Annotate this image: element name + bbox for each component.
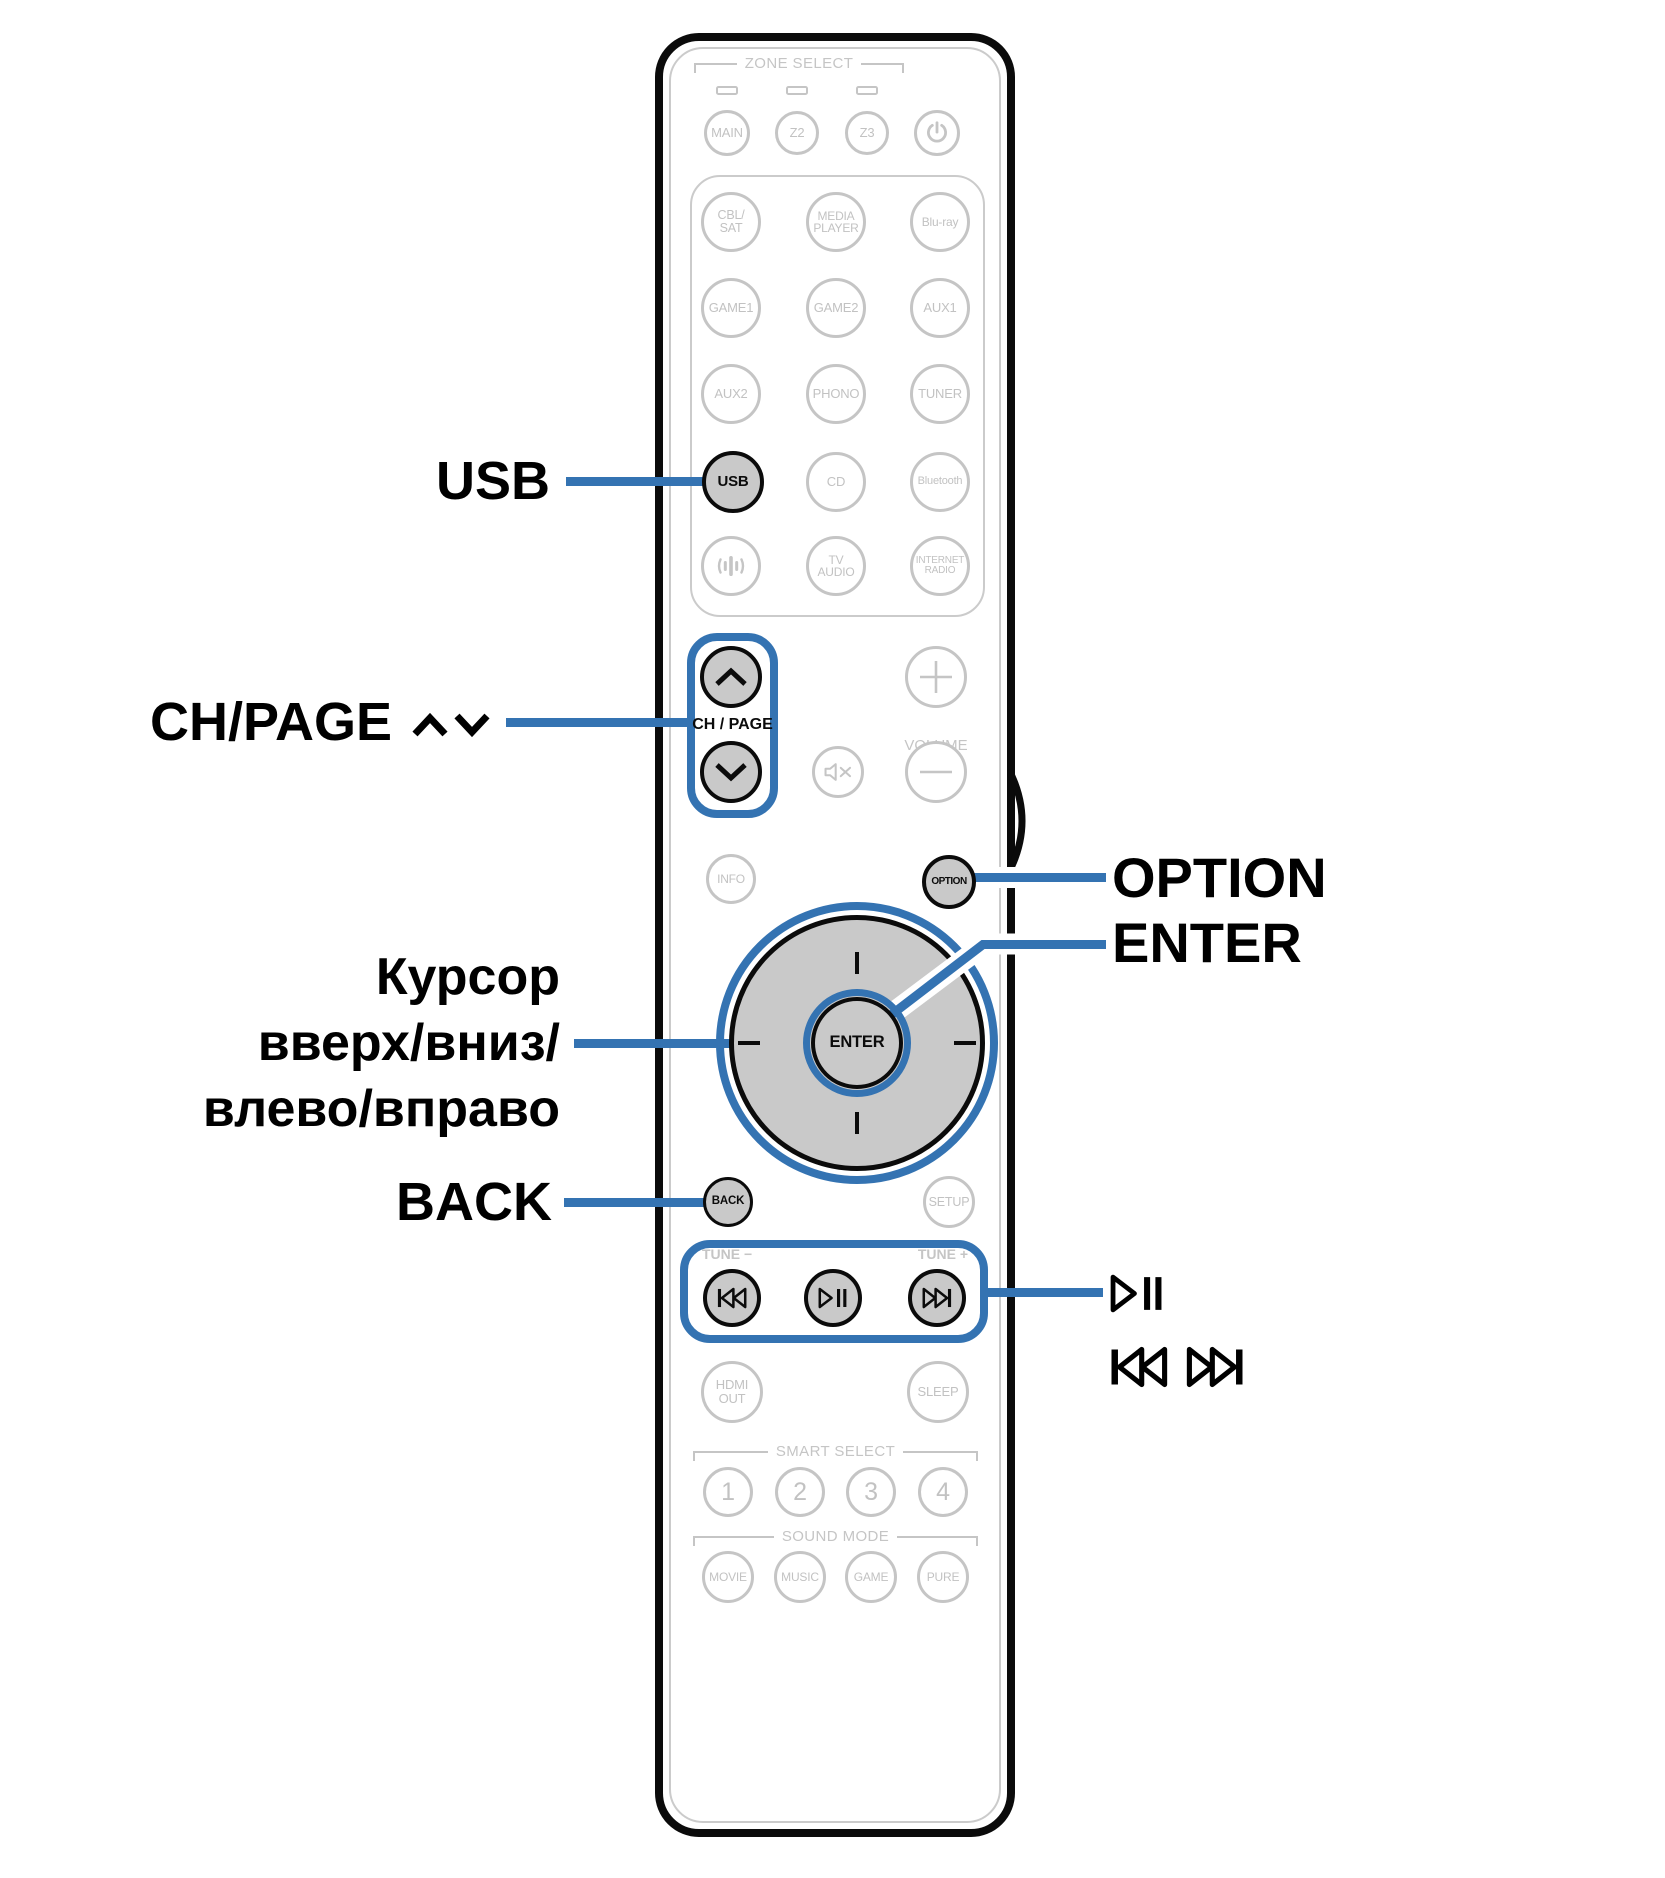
cursor-up-tick[interactable]: [855, 952, 859, 974]
chevron-up-icon: [715, 667, 747, 686]
bracket-right: [861, 63, 904, 73]
cbl-sat-button[interactable]: CBL/ SAT: [701, 192, 761, 252]
aux1-button[interactable]: AUX1: [910, 278, 970, 338]
play-pause-icon: [818, 1287, 847, 1309]
enter-button[interactable]: ENTER: [811, 997, 903, 1089]
setup-button[interactable]: SETUP: [923, 1176, 975, 1228]
tune-minus-label: TUNE −: [702, 1246, 753, 1262]
cursor-left-tick[interactable]: [738, 1041, 760, 1045]
bracket-right: [903, 1451, 978, 1461]
volume-down-button[interactable]: [905, 741, 967, 803]
sound-mode-pure-button[interactable]: PURE: [917, 1551, 969, 1603]
play-pause-button[interactable]: [804, 1269, 862, 1327]
smart-select-3-button[interactable]: 3: [846, 1467, 896, 1517]
chevron-down-icon: [454, 713, 490, 738]
tuner-button[interactable]: TUNER: [910, 364, 970, 424]
channel-page-down-button[interactable]: [700, 741, 762, 803]
info-button[interactable]: INFO: [706, 854, 756, 904]
tv-audio-button[interactable]: TV AUDIO: [806, 536, 866, 596]
callout-line-transport: [985, 1288, 1103, 1297]
cursor-pad-highlight-ring: [716, 902, 998, 1184]
ch-page-callout-label: CH/PAGE: [149, 692, 392, 752]
smart-select-4-button[interactable]: 4: [918, 1467, 968, 1517]
zone-select-bracket: ZONE SELECT: [694, 55, 904, 73]
zone-select-label: ZONE SELECT: [744, 55, 854, 72]
enter-callout-label: ENTER: [1112, 911, 1302, 974]
sound-mode-label: SOUND MODE: [781, 1528, 890, 1545]
mute-speaker-x-icon: [824, 763, 852, 781]
ch-page-callout: CH/PAGE: [150, 693, 490, 751]
minus-icon: [920, 770, 952, 774]
back-button[interactable]: BACK: [703, 1177, 753, 1227]
phono-button[interactable]: PHONO: [806, 364, 866, 424]
chevron-down-icon: [715, 763, 747, 782]
cd-button[interactable]: CD: [806, 452, 866, 512]
skip-forward-icon: [922, 1287, 952, 1309]
smart-select-2-button[interactable]: 2: [775, 1467, 825, 1517]
sleep-button[interactable]: SLEEP: [907, 1361, 969, 1423]
bracket-right: [897, 1536, 978, 1546]
led-indicator: [786, 86, 808, 95]
led-indicator: [716, 86, 738, 95]
power-icon: [927, 121, 947, 143]
cursor-callout-label: Курсор вверх/вниз/ влево/вправо: [202, 948, 560, 1138]
smart-select-bracket: SMART SELECT: [693, 1443, 978, 1461]
smart-select-label: SMART SELECT: [775, 1443, 896, 1460]
plus-icon: [920, 661, 952, 693]
led-indicator: [856, 86, 878, 95]
source-buttons-box: [690, 175, 985, 617]
skip-back-button[interactable]: [703, 1269, 761, 1327]
hdmi-out-button[interactable]: HDMI OUT: [701, 1361, 763, 1423]
callout-line-usb: [566, 477, 708, 486]
media-player-button[interactable]: MEDIA PLAYER: [806, 192, 866, 252]
skip-forward-icon: [1186, 1346, 1243, 1388]
callout-line-ch-page: [506, 718, 691, 727]
enter-highlight-ring: [803, 989, 911, 1097]
internet-radio-button[interactable]: INTERNET RADIO: [910, 536, 970, 596]
sound-mode-music-button[interactable]: MUSIC: [774, 1551, 826, 1603]
game1-button[interactable]: GAME1: [701, 278, 761, 338]
volume-up-button[interactable]: [905, 646, 967, 708]
sound-mode-bracket: SOUND MODE: [693, 1528, 978, 1546]
bracket-left: [694, 63, 737, 73]
ch-page-button-label: CH / PAGE: [692, 716, 773, 733]
cursor-right-tick[interactable]: [954, 1041, 976, 1045]
bluetooth-button[interactable]: Bluetooth: [910, 452, 970, 512]
skip-back-icon: [717, 1287, 747, 1309]
zone-main-button[interactable]: MAIN: [704, 110, 750, 156]
aux2-button[interactable]: AUX2: [701, 364, 761, 424]
transport-highlight-box: [680, 1240, 988, 1343]
usb-callout-label: USB: [435, 451, 550, 511]
speaker-preset-button[interactable]: [701, 536, 761, 596]
zone-z2-button[interactable]: Z2: [775, 111, 819, 155]
sound-mode-game-button[interactable]: GAME: [845, 1551, 897, 1603]
power-button[interactable]: [914, 110, 960, 156]
skip-forward-button[interactable]: [908, 1269, 966, 1327]
bracket-left: [693, 1451, 768, 1461]
sound-wave-icon: [717, 556, 745, 576]
ch-page-highlight-box: [687, 633, 778, 818]
callout-line-back: [564, 1198, 706, 1207]
bracket-left: [693, 1536, 774, 1546]
play-pause-icon: [1110, 1274, 1162, 1313]
tune-plus-label: TUNE +: [917, 1246, 968, 1262]
option-callout-label: OPTION: [1112, 846, 1327, 909]
usb-button[interactable]: USB: [702, 451, 764, 513]
smart-select-1-button[interactable]: 1: [703, 1467, 753, 1517]
callout-line-cursor: [574, 1039, 736, 1048]
mute-button[interactable]: [812, 746, 864, 798]
zone-z3-button[interactable]: Z3: [845, 111, 889, 155]
option-button[interactable]: OPTION: [922, 855, 976, 909]
skip-back-icon: [1111, 1346, 1168, 1388]
remote-side-bulge: [1007, 768, 1026, 874]
back-callout-label: BACK: [396, 1172, 552, 1232]
channel-page-up-button[interactable]: [700, 646, 762, 708]
blu-ray-button[interactable]: Blu-ray: [910, 192, 970, 252]
game2-button[interactable]: GAME2: [806, 278, 866, 338]
chevron-up-icon: [412, 712, 448, 737]
cursor-down-tick[interactable]: [855, 1112, 859, 1134]
sound-mode-movie-button[interactable]: MOVIE: [702, 1551, 754, 1603]
